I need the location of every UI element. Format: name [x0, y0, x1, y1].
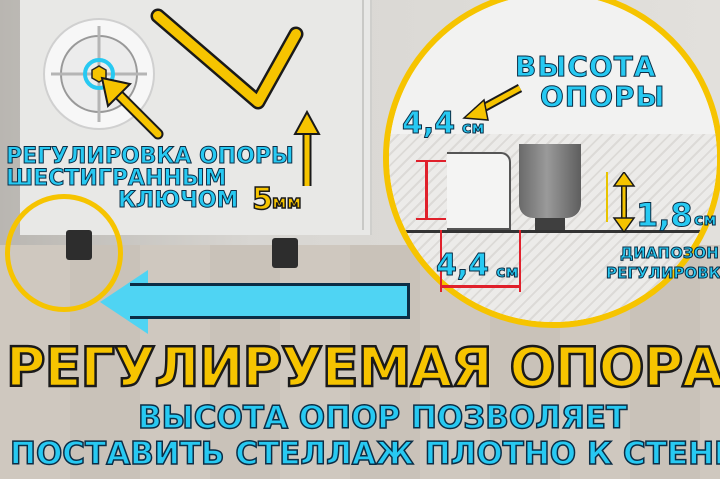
callout-line1: РЕГУЛИРОВКА ОПОРЫ	[6, 144, 295, 170]
range-dim-marker	[606, 172, 608, 222]
cabinet-foot-right	[272, 238, 298, 268]
up-arrow-icon	[293, 109, 321, 186]
callout-line3: КЛЮЧОМ	[117, 188, 239, 214]
zoom-title-arrow	[462, 84, 523, 121]
width-dim-left-tick	[440, 230, 442, 292]
zoom-title-line2: ОПОРЫ	[540, 80, 666, 114]
zoom-circle	[383, 0, 720, 328]
subline1: ВЫСОТА ОПОР ПОЗВОЛЯЕТ	[137, 399, 628, 437]
width-dim-line	[440, 285, 520, 288]
key-size-value: 5	[251, 181, 273, 218]
height-dim-bottom-tick	[416, 218, 446, 220]
height-value: 4,4	[401, 106, 456, 142]
width-dim-right-tick	[519, 230, 521, 292]
key-size-unit: мм	[271, 191, 302, 214]
subline2: ПОСТАВИТЬ СТЕЛЛАЖ ПЛОТНО К СТЕНЕ	[9, 435, 720, 473]
range-label-line1: ДИАПОЗОН	[620, 244, 720, 263]
zoom-foot-cylinder	[519, 144, 581, 218]
range-unit: см	[694, 210, 718, 230]
range-value: 1,8	[636, 196, 694, 235]
height-dim-line	[425, 160, 428, 220]
width-unit: см	[496, 262, 520, 282]
callout-line2: ШЕСТИГРАННЫМ	[5, 166, 227, 192]
height-unit: см	[462, 118, 486, 138]
range-double-arrow	[612, 172, 636, 232]
zoom-floor-line	[389, 230, 717, 233]
zoom-foot-base	[535, 218, 565, 230]
height-dim-top-tick	[416, 160, 446, 162]
zoom-base-profile	[447, 152, 511, 230]
push-to-wall-arrow	[130, 283, 410, 319]
width-value: 4,4	[435, 248, 490, 284]
zoom-title-line1: ВЫСОТА	[514, 50, 657, 84]
pointer-arrow-to-diagram	[100, 76, 164, 140]
foot-highlight-circle	[5, 194, 123, 312]
headline: РЕГУЛИРУЕМАЯ ОПОРА	[5, 335, 720, 401]
cabinet-seam	[362, 0, 364, 230]
hex-key-icon	[150, 8, 304, 110]
range-label-line2: РЕГУЛИРОВКИ	[605, 264, 720, 283]
